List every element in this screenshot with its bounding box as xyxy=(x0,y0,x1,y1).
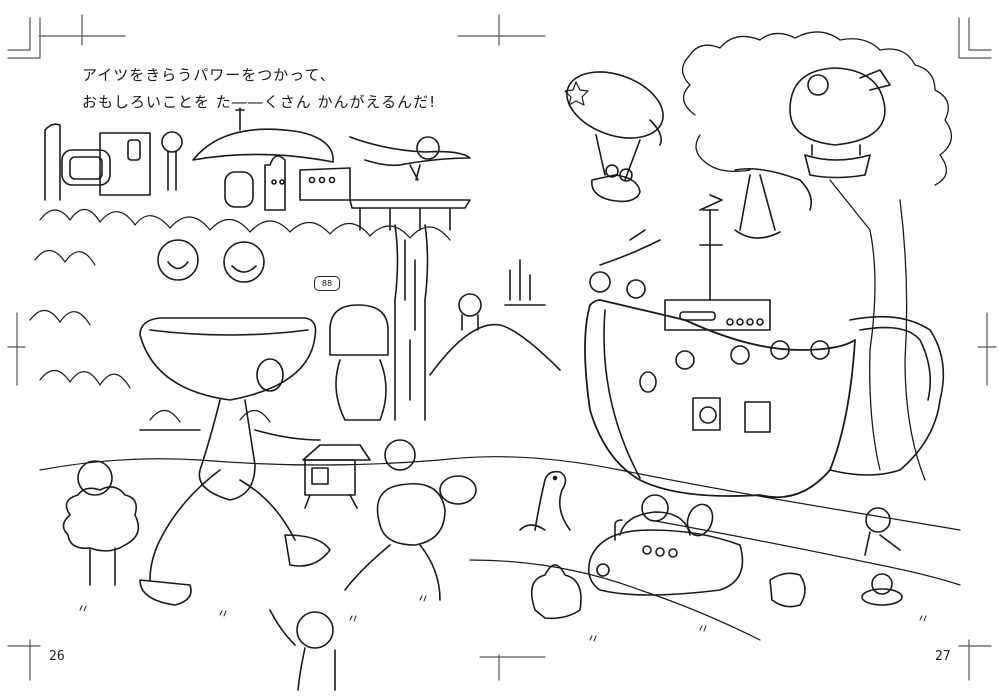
bush xyxy=(530,564,582,620)
dragonfly-flyer xyxy=(349,136,471,181)
grass-ticks xyxy=(79,595,927,642)
submarine xyxy=(587,494,806,608)
star-blimp xyxy=(564,71,664,203)
crop-marks xyxy=(7,14,997,681)
caption-line-1: アイツをきらうパワーをつかって、 xyxy=(82,66,336,84)
forest xyxy=(29,208,451,423)
pod-robot xyxy=(329,304,389,421)
page-number-left: 26 xyxy=(49,649,65,664)
caption: アイツをきらうパワーをつかって、 おもしろいことを た――くさん かんがえるんだ… xyxy=(82,62,436,116)
tree-ship xyxy=(584,194,856,499)
bowl-robot xyxy=(139,239,331,606)
waterfall xyxy=(394,224,429,421)
sea-serpent xyxy=(519,470,571,531)
slide xyxy=(829,315,945,476)
sign-88: 88 xyxy=(314,276,340,291)
running-boy xyxy=(864,507,901,556)
branch-hammock xyxy=(734,167,813,239)
tree-canopy xyxy=(681,31,952,481)
child-in-swim-ring xyxy=(861,573,903,606)
boy-on-creature xyxy=(344,439,477,601)
city-skyline xyxy=(44,107,471,231)
page-number-right: 27 xyxy=(935,649,951,664)
treehouse-pod xyxy=(789,67,891,179)
riverbank xyxy=(39,456,961,641)
waving-boy xyxy=(269,609,336,691)
girl-on-cloud xyxy=(62,460,140,586)
mountain-castle xyxy=(429,259,561,376)
caption-line-2: おもしろいことを た――くさん かんがえるんだ! xyxy=(82,93,437,111)
walking-house xyxy=(302,444,371,509)
